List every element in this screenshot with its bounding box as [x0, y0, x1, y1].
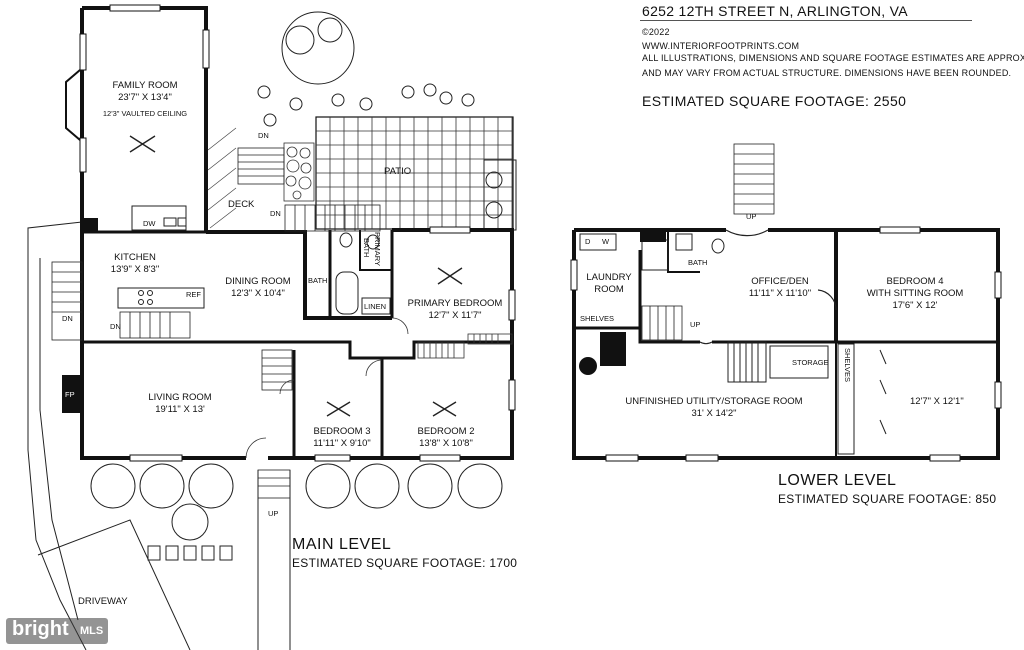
- ref-label: REF: [186, 290, 201, 299]
- main-closets: [417, 333, 513, 359]
- family-room-note: 12'3" VAULTED CEILING: [102, 109, 188, 118]
- bedroom-3-name: BEDROOM 3: [313, 426, 371, 437]
- stairs-down-1: DN: [258, 131, 269, 140]
- patio-grid: [315, 116, 514, 230]
- bedroom-3-dims: 11'11" X 9'10": [313, 438, 371, 449]
- main-level-sqft: ESTIMATED SQUARE FOOTAGE: 1700: [292, 556, 518, 570]
- utility-room-label: UNFINISHED UTILITY/STORAGE ROOM 31' X 14…: [614, 396, 814, 420]
- primary-bath-label-1: PRIMARY: [373, 232, 382, 267]
- dining-room-name: DINING ROOM: [225, 276, 291, 287]
- lower-shelves-label: SHELVES: [843, 348, 852, 383]
- fireplace-label: FP: [65, 390, 75, 399]
- yard-trees: [257, 11, 475, 127]
- family-room-label: FAMILY ROOM 23'7" X 13'4" 12'3" VAULTED …: [100, 80, 190, 118]
- bedroom-4-dims: 17'6" X 12': [892, 300, 938, 311]
- utility-room-dims: 31' X 14'2": [691, 408, 737, 419]
- lower-windows: [570, 226, 1002, 462]
- total-square-footage: ESTIMATED SQUARE FOOTAGE: 2550: [642, 93, 907, 109]
- office-den-dims: 11'11" X 11'10": [748, 288, 812, 299]
- door-swings: [245, 317, 409, 459]
- primary-bedroom-name: PRIMARY BEDROOM: [407, 298, 503, 309]
- chimney-block: [82, 218, 98, 232]
- family-room-dims: 23'7" X 13'4": [118, 92, 172, 103]
- lower-level-title: LOWER LEVEL: [778, 472, 897, 489]
- website-text: WWW.INTERIORFOOTPRINTS.COM: [642, 41, 800, 51]
- bedroom-2-label: BEDROOM 2 13'8" X 10'8": [406, 426, 486, 450]
- living-room-dims: 19'11" X 13': [155, 404, 205, 415]
- disclaimer-line-2: AND MAY VARY FROM ACTUAL STRUCTURE. DIME…: [642, 68, 1012, 78]
- lower-level-sqft: ESTIMATED SQUARE FOOTAGE: 850: [778, 492, 997, 506]
- living-room-name: LIVING ROOM: [148, 392, 212, 403]
- lower-stairs-up-1: UP: [746, 212, 757, 221]
- lower-door-swings: [699, 229, 837, 345]
- deck-label: DECK: [228, 199, 255, 210]
- front-shrubs: [90, 463, 503, 541]
- bedroom-4-label: BEDROOM 4 WITH SITTING ROOM 17'6" X 12': [860, 276, 970, 312]
- linen-label: LINEN: [364, 302, 387, 311]
- kitchen-dims: 13'9" X 8'3": [110, 264, 160, 275]
- main-baths: [335, 232, 391, 315]
- laundry-name-1: LAUNDRY: [586, 272, 632, 283]
- stairs-down-2: DN: [270, 209, 281, 218]
- driveway-label: DRIVEWAY: [78, 596, 128, 607]
- fireplace-block: [62, 375, 82, 413]
- dryer-label: D: [585, 237, 591, 246]
- main-bath-label: BATH: [308, 276, 328, 285]
- bedroom-2-dims: 13'8" X 10'8": [419, 438, 473, 449]
- living-room-label: LIVING ROOM 19'11" X 13': [130, 392, 230, 416]
- laundry-room-label: LAUNDRY ROOM: [584, 272, 634, 296]
- kitchen-label: KITCHEN 13'9" X 8'3": [100, 252, 170, 276]
- water-heater: [579, 357, 597, 375]
- watermark-suffix: MLS: [80, 625, 104, 637]
- stairs-down-3: DN: [62, 314, 73, 323]
- stairs-down-4: DN: [110, 322, 121, 331]
- laundry-shelves-label: SHELVES: [580, 314, 615, 323]
- main-level-title: MAIN LEVEL: [292, 536, 392, 553]
- header-divider: [640, 20, 972, 21]
- furnace-block: [600, 332, 626, 366]
- pavers: [147, 545, 233, 561]
- primary-bath-label-2: BATH: [362, 238, 371, 258]
- kitchen-counters: [117, 205, 205, 309]
- deck-hatch: [207, 127, 237, 229]
- lower-stairs-up-2: UP: [690, 320, 701, 329]
- laundry-name-2: ROOM: [594, 284, 624, 295]
- main-windows: [79, 4, 516, 462]
- watermark-brand: bright: [12, 618, 69, 640]
- bright-mls-watermark: bright MLS: [6, 618, 108, 644]
- office-den-label: OFFICE/DEN 11'11" X 11'10": [740, 276, 820, 300]
- washer-label: W: [602, 237, 610, 246]
- bay-window: [65, 69, 81, 141]
- family-room-name: FAMILY ROOM: [112, 80, 178, 91]
- main-stairs: [51, 147, 381, 499]
- dishwasher-label: DW: [143, 219, 156, 228]
- bedroom-4-name-2: WITH SITTING ROOM: [866, 288, 964, 299]
- lower-level-walls: [572, 228, 1000, 460]
- primary-bedroom-dims: 12'7" X 11'7": [428, 310, 482, 321]
- lower-chimney: [640, 230, 666, 242]
- bedroom-4-name-1: BEDROOM 4: [886, 276, 944, 287]
- office-den-name: OFFICE/DEN: [751, 276, 809, 287]
- bedroom-3-label: BEDROOM 3 11'11" X 9'10": [302, 426, 382, 450]
- front-stairs-up: UP: [268, 509, 279, 518]
- disclaimer-line-1: ALL ILLUSTRATIONS, DIMENSIONS AND SQUARE…: [642, 53, 1024, 63]
- primary-bedroom-label: PRIMARY BEDROOM 12'7" X 11'7": [396, 298, 514, 322]
- ceiling-fans: [129, 135, 463, 417]
- dining-room-label: DINING ROOM 12'3" X 10'4": [218, 276, 298, 300]
- patio-label: PATIO: [384, 166, 412, 177]
- sitting-room-dims: 12'7" X 12'1": [910, 396, 964, 407]
- bedroom-2-name: BEDROOM 2: [417, 426, 475, 437]
- site-lines: [27, 221, 291, 650]
- kitchen-name: KITCHEN: [114, 252, 156, 263]
- dining-room-dims: 12'3" X 10'4": [231, 288, 285, 299]
- lower-stairs: [641, 143, 775, 341]
- property-address: 6252 12TH STREET N, ARLINGTON, VA: [642, 3, 908, 19]
- lower-bath-label: BATH: [688, 258, 708, 267]
- lower-fixtures: [579, 233, 887, 455]
- storage-label: STORAGE: [792, 358, 829, 367]
- stone-area: [283, 142, 315, 202]
- copyright-text: ©2022: [642, 27, 670, 37]
- utility-room-name: UNFINISHED UTILITY/STORAGE ROOM: [625, 396, 803, 407]
